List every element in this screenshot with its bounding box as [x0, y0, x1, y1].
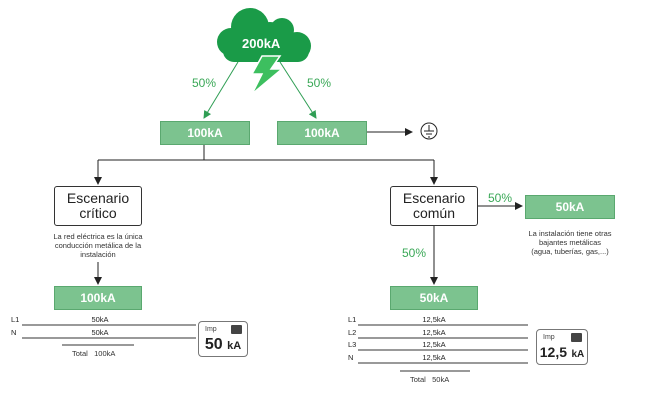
common-total: Total 50kA	[410, 375, 449, 384]
scenario-common-title-2: común	[412, 205, 456, 221]
common-imp-value: 12,5	[539, 344, 567, 360]
common-note-line-1: La instalación tiene otras	[528, 229, 612, 238]
cloud-value: 200kA	[242, 36, 281, 51]
top-box-left: 100kA	[160, 121, 250, 145]
critical-result-box: 100kA	[54, 286, 142, 310]
critical-line-label: L1	[11, 315, 20, 324]
critical-imp-value: 50	[204, 336, 223, 353]
split-left-percent: 50%	[192, 76, 217, 90]
top-box-right: 100kA	[277, 121, 367, 145]
critical-imp-value-wrap: 50 kA	[199, 336, 247, 354]
common-line-rules	[358, 324, 528, 372]
critical-total-label: Total	[72, 349, 88, 358]
lightning-bolt-icon	[250, 55, 285, 95]
scenario-common-title-1: Escenario	[402, 190, 466, 206]
common-side-box: 50kA	[525, 195, 615, 219]
critical-note-line-2: conducción metálica de la	[54, 241, 142, 250]
split-arrow-left	[203, 61, 239, 119]
common-note-line-3: (agua, tuberías, gas,...)	[531, 247, 609, 256]
critical-line-rules	[22, 324, 196, 346]
critical-imp-badge: Imp 50 kA	[198, 321, 248, 357]
scenario-critical-box: Escenario crítico	[54, 186, 142, 226]
common-imp-value-wrap: 12,5 kA	[537, 344, 587, 362]
common-line-label: L3	[348, 340, 357, 349]
critical-total-value: 100kA	[94, 349, 116, 358]
critical-note-line-3: instalación	[80, 250, 116, 259]
common-line-label: L2	[348, 328, 357, 337]
common-total-label: Total	[410, 375, 426, 384]
common-total-value: 50kA	[432, 375, 450, 384]
scenario-common-box: Escenario común	[390, 186, 478, 226]
common-line-value: 12,5kA	[422, 328, 446, 337]
common-side-percent: 50%	[488, 191, 513, 205]
surge-meter-icon	[571, 333, 582, 342]
critical-note-line-1: La red eléctrica es la única	[53, 232, 143, 241]
critical-total: Total 100kA	[72, 349, 115, 358]
common-line-value: 12,5kA	[422, 353, 446, 362]
common-line-value: 12,5kA	[422, 315, 446, 324]
common-note: La instalación tiene otras bajantes metá…	[510, 229, 630, 256]
critical-imp-label: Imp	[205, 326, 217, 333]
split-arrow-right	[279, 61, 317, 119]
critical-line-value: 50kA	[91, 328, 109, 337]
common-line-label: N	[348, 353, 354, 362]
tree-connector	[98, 143, 434, 161]
critical-note: La red eléctrica es la única conducción …	[36, 232, 160, 259]
scenario-critical-title-1: Escenario	[66, 190, 130, 206]
scenario-critical-title-2: crítico	[79, 205, 117, 221]
common-imp-label: Imp	[543, 334, 555, 341]
surge-meter-icon	[231, 325, 242, 334]
common-imp-unit: kA	[571, 349, 585, 360]
ground-icon	[420, 122, 438, 140]
critical-line-label: N	[11, 328, 17, 337]
common-note-line-2: bajantes metálicas	[538, 238, 602, 247]
common-imp-badge: Imp 12,5 kA	[536, 329, 588, 365]
common-down-percent: 50%	[402, 246, 427, 260]
critical-imp-unit: kA	[227, 340, 242, 352]
split-right-percent: 50%	[307, 76, 332, 90]
cloud-icon	[217, 8, 311, 62]
critical-line-value: 50kA	[91, 315, 109, 324]
common-line-label: L1	[348, 315, 357, 324]
common-line-value: 12,5kA	[422, 340, 446, 349]
common-result-box: 50kA	[390, 286, 478, 310]
